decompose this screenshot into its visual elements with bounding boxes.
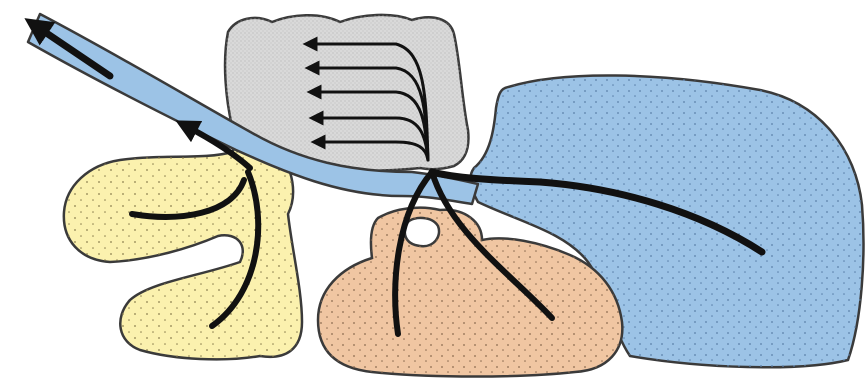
yellow-lobed-region (64, 140, 302, 360)
